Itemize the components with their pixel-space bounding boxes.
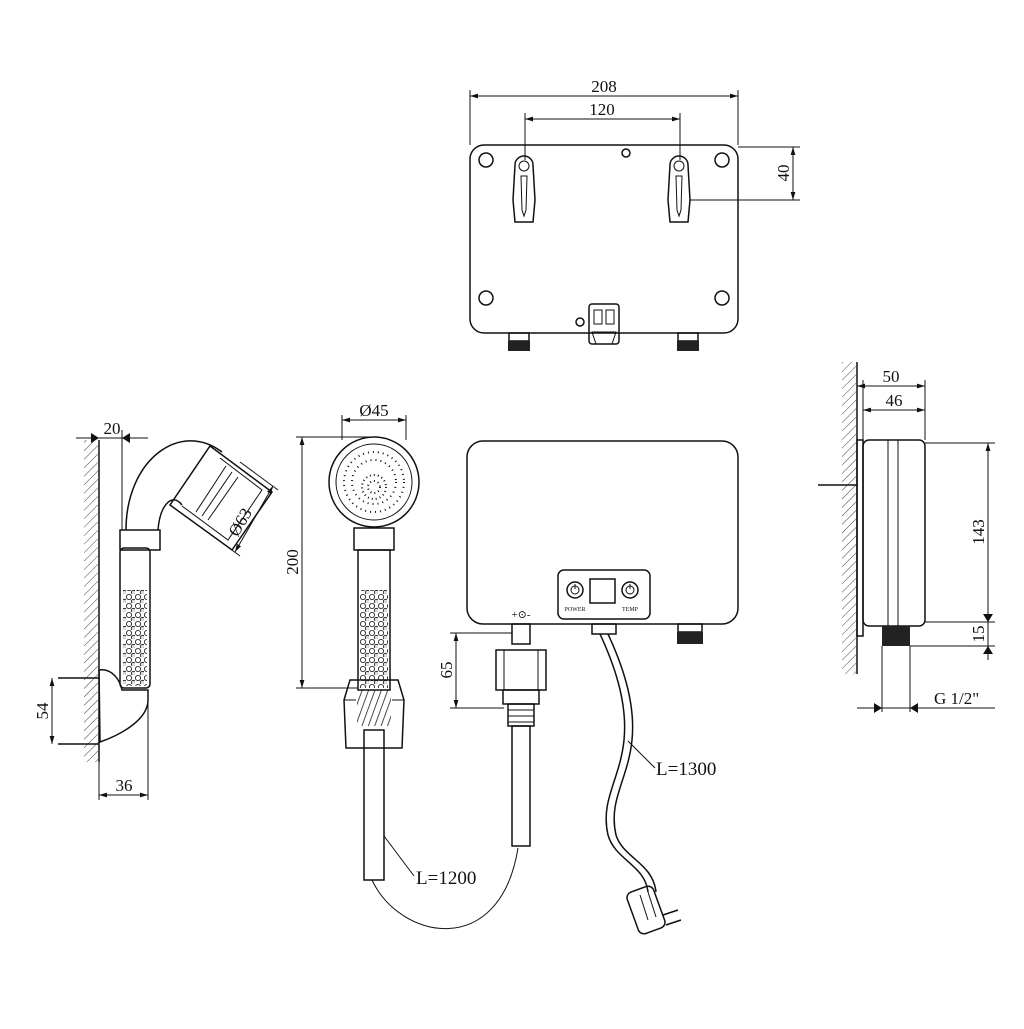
temp-button [621,581,639,599]
rear-connector-right [677,332,699,351]
rear-connector-left [508,332,530,351]
dim-hose-length: L=1200 [416,868,476,889]
cable-gland [591,623,617,635]
dim-depth-outer: 50 [883,367,900,386]
dim-shower-length: 200 [283,549,302,575]
corner-hole [478,152,494,168]
handle-side [119,547,151,689]
front-view: POWER TEMP +⊙- 65 [437,440,739,935]
dim-connector-length: 65 [437,662,456,679]
outlet-fitting [495,623,547,847]
dim-connector-height: 15 [969,626,988,643]
power-button [566,581,584,599]
dim-width: 208 [591,77,617,96]
shower-front-view: L=1200 Ø45 200 [283,401,519,930]
corner-hole [714,290,730,306]
dim-height: 143 [969,519,988,545]
dim-cable-length: L=1300 [656,759,716,780]
dim-hole-offset: 40 [774,165,793,182]
dim-head-front-diameter: Ø45 [359,401,388,420]
power-cable [599,633,649,893]
shower-hose [363,729,385,881]
small-hole [575,317,585,327]
rear-view: 208 120 40 [469,77,800,351]
corner-hole [478,290,494,306]
control-panel [557,569,651,620]
rear-body-outline [469,144,739,334]
side-view: 50 46 143 15 G 1/2" [818,362,995,713]
front-body-outline [466,440,739,625]
wall-hatch-left [84,440,98,762]
front-connector-right [677,623,703,644]
temp-label: TEMP [622,607,639,613]
dim-holder-depth: 36 [116,776,133,795]
dim-wall-offset: 20 [104,419,121,438]
dim-thread-size: G 1/2" [934,689,979,708]
small-hole [621,148,631,158]
keyhole-slot-left [512,155,536,223]
power-label: POWER [565,607,586,613]
dim-mount-spacing: 120 [589,100,615,119]
keyhole-slot-right [667,155,691,223]
polarity-label: +⊙- [511,609,530,621]
power-plug [626,885,682,935]
shower-side-view: Ø63 20 54 36 [33,419,279,800]
terminal-block [588,303,620,345]
outlet-hose [511,725,531,847]
dim-depth-inner: 46 [886,391,903,410]
dim-screw-spacing: 54 [33,702,52,720]
side-body-outline [862,439,926,627]
dim-head-side-diameter: Ø63 [225,505,256,540]
wall-hatch [842,362,856,674]
shower-head-front [328,436,420,528]
hose-loop [371,847,519,930]
corner-hole [714,152,730,168]
display-screen [589,578,616,604]
side-connector [882,626,910,646]
